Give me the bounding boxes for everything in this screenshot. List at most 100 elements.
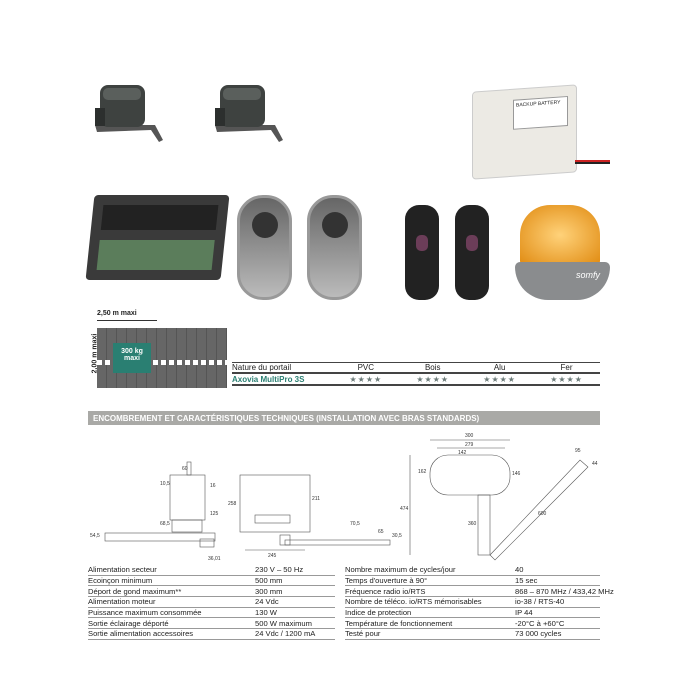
spec-value: 868 – 870 MHz / 433,42 MHz	[515, 586, 614, 596]
spec-row: Sortie éclairage déporté 500 W maximum	[88, 618, 335, 630]
spec-row: Nombre de téléco. io/RTS mémorisables io-…	[345, 597, 600, 608]
spec-label: Testé pour	[345, 629, 381, 639]
photocell-image	[405, 205, 439, 300]
header-cell: Alu	[493, 363, 506, 372]
spec-row: Puissance maximum consommée 130 W	[88, 608, 335, 619]
dim-label: 68,5	[160, 521, 170, 527]
spec-value: 500 mm	[255, 576, 283, 586]
spec-row: Fréquence radio io/RTS 868 – 870 MHz / 43…	[345, 586, 614, 598]
spec-label: Nombre maximum de cycles/jour	[345, 565, 456, 575]
spec-label: Température de fonctionnement	[345, 618, 453, 628]
spec-value: 40	[515, 565, 524, 575]
dim-label: 142	[458, 450, 467, 456]
table-header: Nature du portail PVC Bois Alu Fer	[232, 362, 600, 374]
dim-label: 258	[228, 501, 237, 507]
dim-label: 36,01	[208, 556, 221, 562]
dim-label: 211	[312, 496, 320, 502]
spec-row: Alimentation moteur 24 Vdc	[88, 597, 335, 608]
backup-battery-image: BACKUP BATTERY	[472, 84, 577, 180]
gate-motor-image	[95, 85, 163, 142]
gate-width-label: 2,50 m maxi	[97, 310, 137, 317]
spec-label: Fréquence radio io/RTS	[345, 586, 426, 596]
spec-row: Alimentation secteur 230 V – 50 Hz	[88, 565, 335, 576]
dim-label: 245	[268, 553, 277, 559]
spec-label: Ecoinçon minimum	[88, 576, 153, 586]
remote-control-image	[307, 195, 362, 300]
product-name: Axovia MultiPro 3S	[232, 374, 305, 384]
dim-label: 54,5	[90, 533, 100, 539]
spec-label: Puissance maximum consommée	[88, 608, 202, 618]
dim-label: 16	[210, 483, 216, 489]
dim-label: 146	[512, 471, 521, 477]
dim-label: 60	[182, 466, 188, 472]
dim-label: 70,5	[350, 521, 360, 527]
section-title: ENCOMBREMENT ET CARACTÉRISTIQUES TECHNIQ…	[88, 411, 600, 425]
portal-compatibility-table: Nature du portail PVC Bois Alu Fer Axovi…	[232, 362, 600, 386]
spec-label: Sortie éclairage déporté	[88, 618, 169, 628]
dim-label: 65	[378, 529, 384, 535]
star-rating: ★★★★	[483, 374, 516, 384]
remote-control-image	[237, 195, 292, 300]
spec-row: Testé pour 73 000 cycles	[345, 629, 600, 640]
spec-value: IP 44	[515, 608, 533, 618]
battery-wire	[575, 160, 610, 164]
top-view-drawing	[409, 439, 589, 561]
gate-motor-image	[215, 85, 283, 142]
spec-label: Temps d'ouverture à 90°	[345, 576, 428, 586]
header-cell: Nature du portail	[232, 363, 292, 372]
spec-row: Indice de protection IP 44	[345, 608, 600, 619]
dim-label: 600	[538, 511, 547, 517]
spec-row: Déport de gond maximum** 300 mm	[88, 586, 335, 598]
warning-light-base: somfy	[515, 262, 610, 300]
spec-label: Nombre de téléco. io/RTS mémorisables	[345, 597, 482, 607]
spec-value: 130 W	[255, 608, 277, 618]
gate-diagram: 2,50 m maxi 2,00 m maxi 300 kg maxi	[85, 310, 230, 395]
header-cell: Bois	[424, 363, 441, 372]
dim-label: 300	[465, 433, 474, 439]
spec-label: Alimentation moteur	[88, 597, 156, 607]
spec-value: 300 mm	[255, 586, 283, 596]
spec-value: 15 sec	[515, 576, 538, 586]
spec-value: 24 Vdc / 1200 mA	[255, 629, 316, 639]
spec-value: 24 Vdc	[255, 597, 279, 607]
dim-label: 162	[418, 469, 427, 475]
star-rating: ★★★★	[550, 374, 583, 384]
photocell-image	[455, 205, 489, 300]
spec-label: Indice de protection	[345, 608, 412, 618]
control-board-image	[85, 195, 230, 280]
dim-label: 360	[468, 521, 477, 527]
technical-drawings: 60 10,5 16 125 68,5 54,5 36,01 258 211 7…	[90, 433, 598, 562]
battery-label: BACKUP BATTERY	[513, 95, 568, 130]
dim-label: 279	[465, 442, 474, 448]
spec-value: -20°C à +60°C	[515, 618, 565, 628]
gate-weight-label: 300 kg	[121, 348, 143, 355]
side-view-drawing	[104, 461, 216, 548]
table-row: Axovia MultiPro 3S ★★★★ ★★★★ ★★★★ ★★★★	[232, 374, 600, 386]
dim-label: 10,5	[160, 481, 170, 487]
dim-label: 474	[400, 506, 409, 512]
spec-row: Temps d'ouverture à 90° 15 sec	[345, 576, 600, 587]
spec-label: Alimentation secteur	[88, 565, 157, 575]
spec-row: Sortie alimentation accessoires 24 Vdc / …	[88, 629, 335, 640]
warning-light-image	[520, 205, 600, 265]
dim-label: 44	[592, 461, 598, 467]
dim-label: 125	[210, 511, 219, 517]
header-cell: Fer	[560, 363, 573, 372]
spec-value: 500 W maximum	[255, 618, 312, 628]
spec-label: Sortie alimentation accessoires	[88, 629, 194, 639]
spec-value: 230 V – 50 Hz	[255, 565, 304, 575]
spec-value: io-38 / RTS-40	[515, 597, 565, 607]
header-cell: PVC	[357, 363, 375, 372]
dim-label: 95	[575, 448, 581, 454]
dim-label: 30,5	[392, 533, 402, 539]
spec-row: Nombre maximum de cycles/jour 40	[345, 565, 600, 576]
spec-row: Ecoinçon minimum 500 mm	[88, 576, 335, 587]
front-view-drawing	[239, 474, 391, 551]
spec-row: Température de fonctionnement -20°C à +60…	[345, 618, 600, 630]
star-rating: ★★★★	[349, 374, 383, 384]
star-rating: ★★★★	[416, 374, 450, 384]
spec-value: 73 000 cycles	[515, 629, 562, 639]
spec-label: Déport de gond maximum**	[88, 586, 182, 596]
